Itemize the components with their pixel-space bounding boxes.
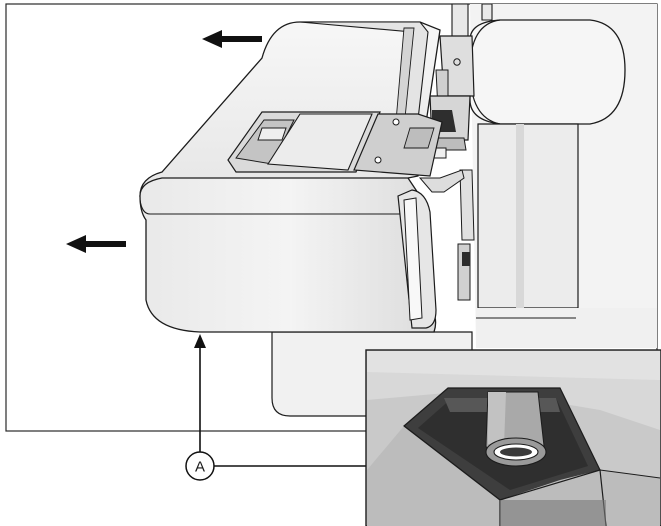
machine-body — [469, 4, 657, 348]
callout-circle-icon — [185, 451, 215, 481]
inset-detail — [365, 349, 661, 526]
arrow-up-icon — [194, 334, 206, 452]
arrow-left-icon — [202, 30, 262, 48]
arrow-left-icon — [66, 235, 126, 253]
extension-table — [139, 21, 465, 333]
callout-label: A — [195, 459, 205, 476]
